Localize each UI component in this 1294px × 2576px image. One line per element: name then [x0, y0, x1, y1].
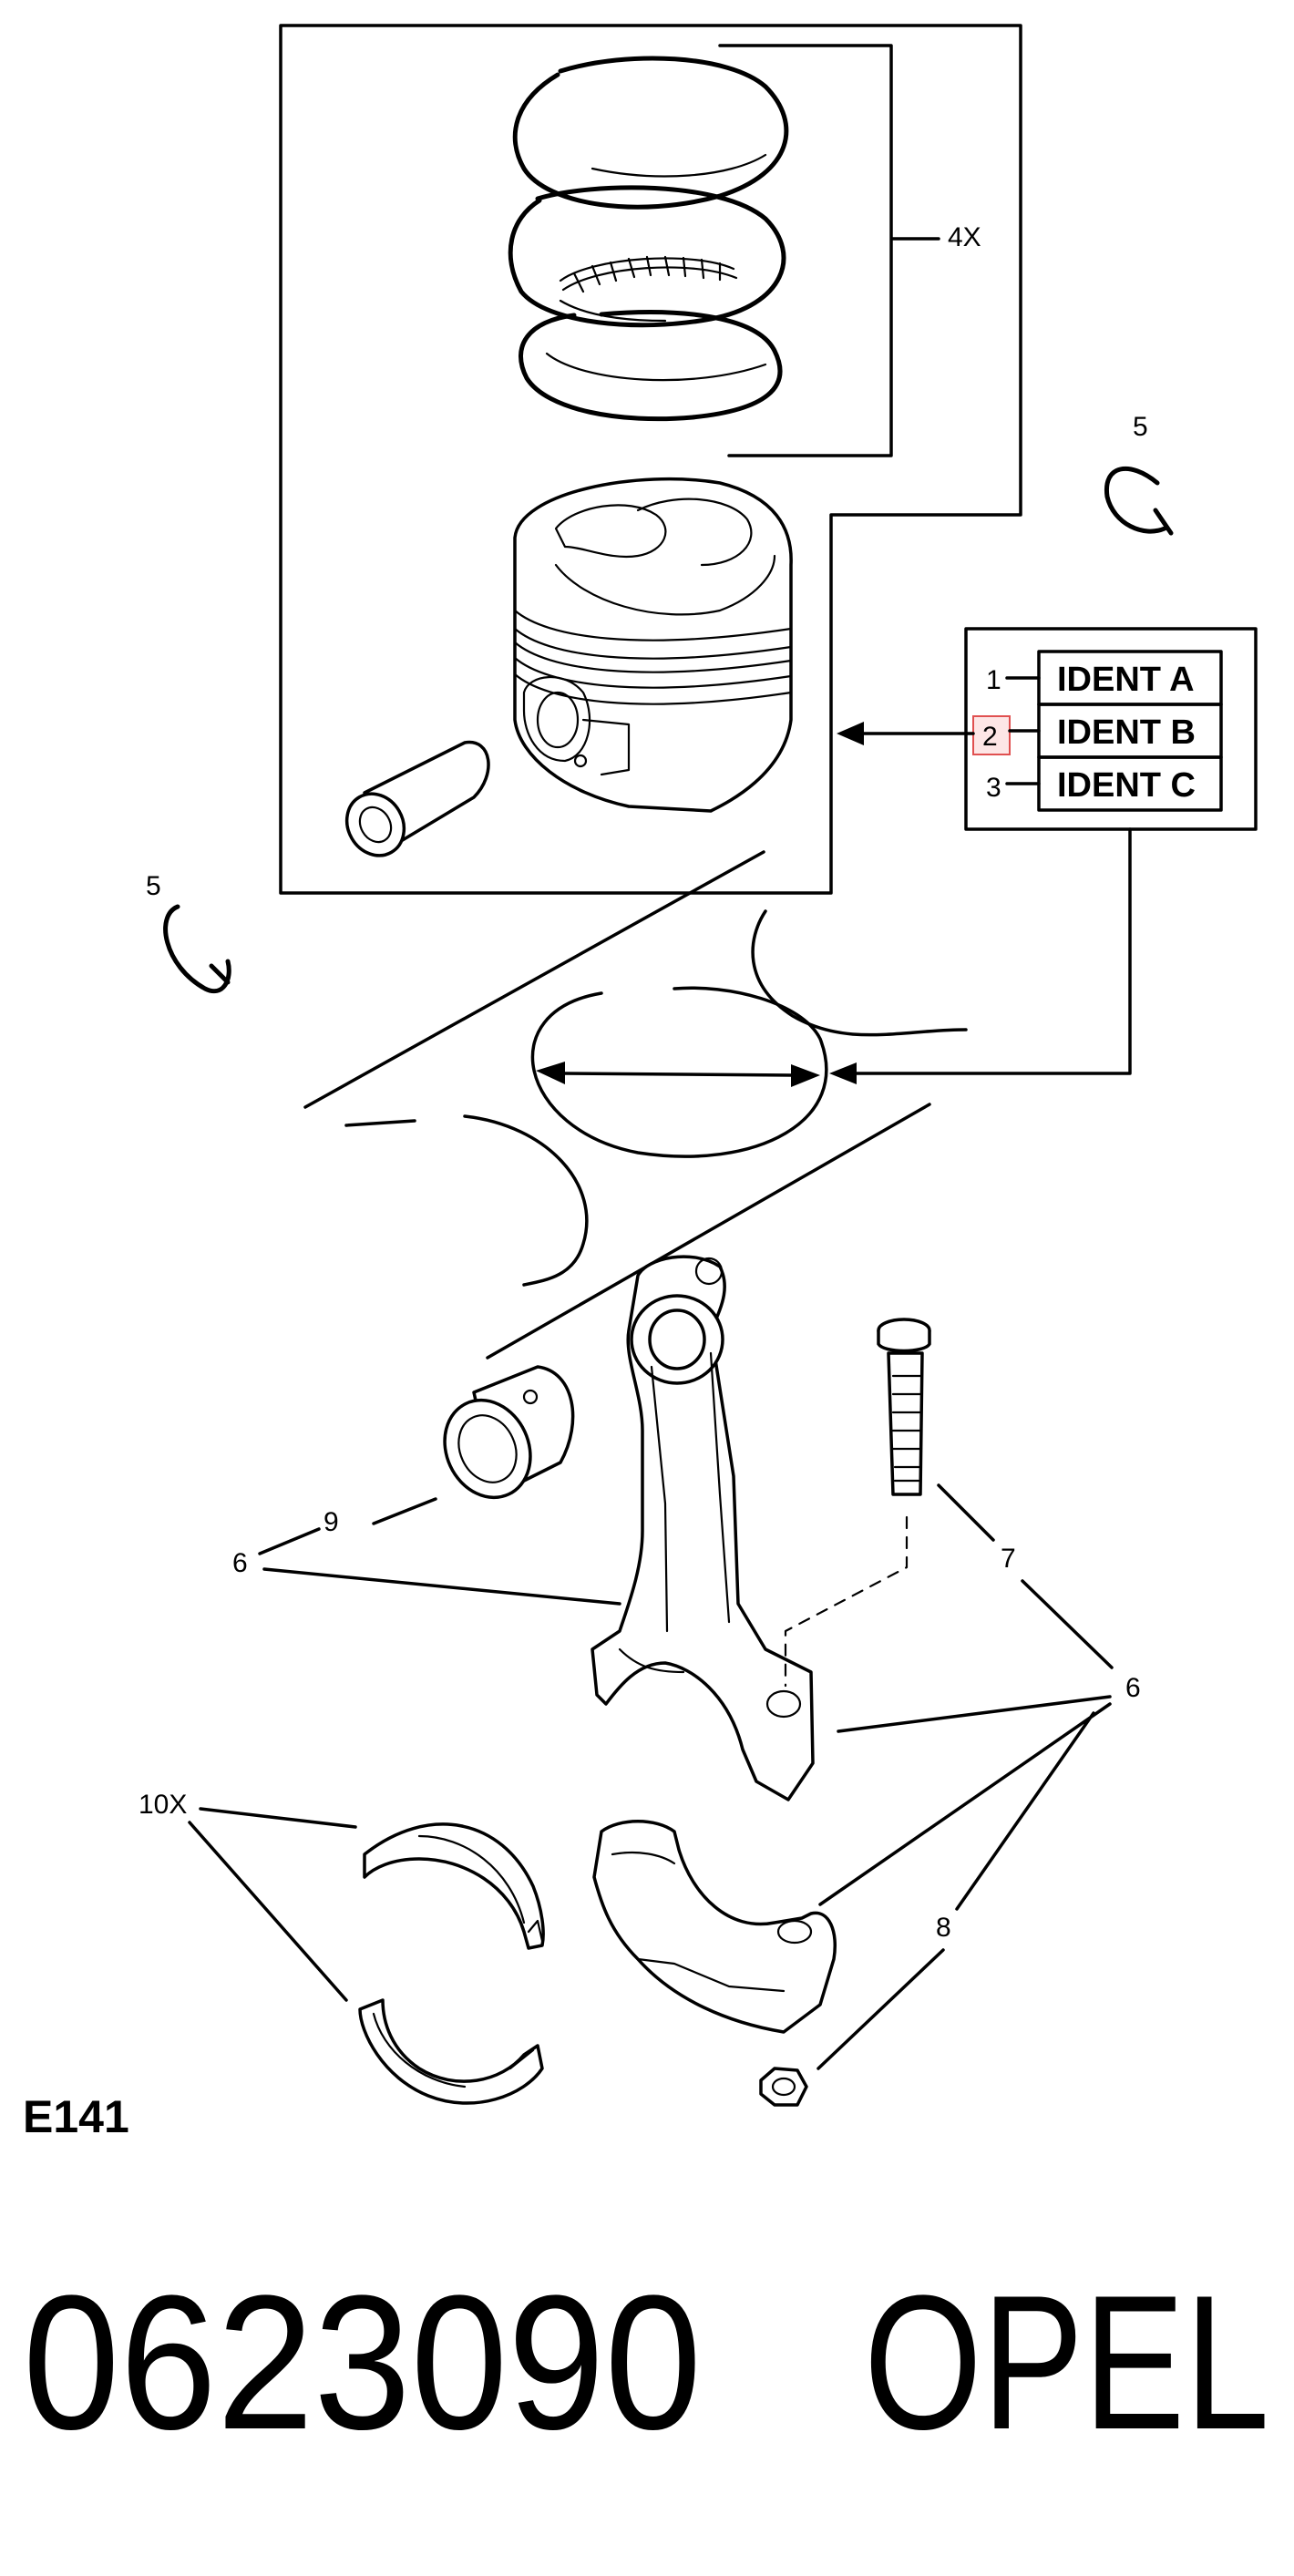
nut-label: 8 [936, 1913, 951, 1943]
circlip-left[interactable] [163, 904, 231, 994]
pin-leader [372, 1497, 437, 1525]
bearings-leader [188, 1807, 357, 2002]
rod-nut[interactable] [759, 2067, 808, 2107]
rod-bolt[interactable] [877, 1318, 931, 1496]
piston-pin-bushing[interactable] [429, 1365, 575, 1512]
circlip-left-label: 5 [146, 871, 161, 901]
circlip-right[interactable] [1104, 467, 1174, 536]
bolt-label: 7 [1001, 1544, 1016, 1574]
ident-2-highlight [972, 715, 1011, 755]
ident-num-2: 2 [982, 722, 998, 752]
bore-diameter-arrow [563, 1072, 795, 1077]
bolt-leader [937, 1483, 1114, 1669]
ident-table-frame [964, 627, 1258, 831]
conrod-left-label: 6 [232, 1548, 248, 1578]
brand-name: OPEL [864, 2255, 1269, 2469]
rings-bracket [718, 44, 940, 457]
piston-rings[interactable] [508, 56, 789, 422]
bearing-shell-upper[interactable] [363, 1822, 545, 1950]
cylinder-block-outline [303, 850, 968, 1360]
bearing-shell-lower[interactable] [358, 1998, 544, 2105]
part-number: 0623090 [23, 2255, 702, 2469]
nut-leader [816, 1948, 945, 2070]
rings-qty-label: 4X [948, 222, 981, 252]
conrod-left-leader [258, 1527, 621, 1606]
ident-to-bore-leader [850, 827, 1132, 1075]
piston-pin[interactable] [336, 740, 490, 867]
pin-label: 9 [324, 1507, 339, 1537]
piston[interactable] [513, 477, 793, 813]
piston-assembly-frame [279, 24, 1022, 895]
connecting-rod-cap[interactable] [592, 1820, 837, 2034]
bolt-path-dashed [784, 1515, 909, 1688]
ident-num-3: 3 [986, 773, 1001, 803]
figure-code: E141 [23, 2091, 129, 2142]
ident-num-1: 1 [986, 665, 1001, 695]
conrod-right-label: 6 [1125, 1673, 1141, 1703]
ident-c-text: IDENT C [1057, 766, 1196, 805]
conrod-right-leader [818, 1695, 1112, 1911]
circlip-top-label: 5 [1133, 412, 1148, 442]
ident-a-text: IDENT A [1057, 661, 1195, 699]
bearings-qty-label: 10X [139, 1790, 187, 1820]
connecting-rod[interactable] [591, 1255, 815, 1801]
ident-b-text: IDENT B [1057, 713, 1196, 752]
